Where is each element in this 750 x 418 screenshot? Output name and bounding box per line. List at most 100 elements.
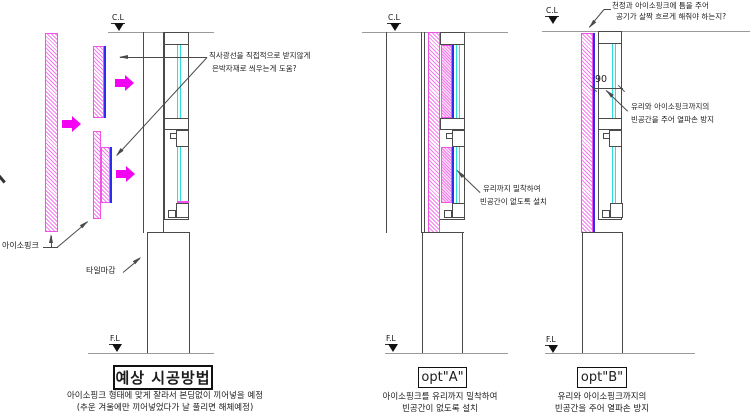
note-direct-sunlight-line1: 직사광선을 직접적으로 받지않게 (209, 51, 311, 60)
optA-fl-marker-icon (388, 344, 398, 352)
optA-wall-line (424, 32, 425, 233)
optA-isopink-dense-lower (441, 147, 452, 203)
optA-frame-edge (464, 45, 465, 118)
optB-note-top-line1: 천정과 아이소핑크에 틈을 주어 (612, 1, 709, 10)
leader-arrowhead-icon (49, 233, 53, 243)
optA-wall-top-line (422, 232, 464, 233)
optA-glass-pane-upper (456, 45, 460, 118)
left-title-box: 예상 시공방법 (113, 365, 213, 390)
optA-frame-edge (464, 147, 465, 220)
label-tile-finish: 타일마감 (86, 266, 116, 275)
optA-foil-line-lower (452, 147, 454, 203)
optB-foil-line (593, 33, 595, 233)
optB-title: opt"B" (580, 370, 624, 385)
left-caption-line1: 아이소핑크 형태에 맞게 잘라서 본딩없이 끼어넣을 예정 (66, 391, 264, 401)
optB-transom-box (598, 118, 622, 130)
dimension-line (593, 88, 623, 89)
optB-caption-line2: 빈공간을 주어 열파손 방지 (554, 404, 650, 414)
optA-glass-pane-lower (456, 147, 460, 203)
optB-sill-box (610, 203, 623, 218)
optB-note-top-line2: 공기가 살짝 흐르게 해줘야 하는지? (616, 12, 727, 21)
optA-wall-column (422, 233, 463, 353)
leader-arrowhead-icon (119, 54, 128, 59)
leader-arrowhead-icon (79, 218, 90, 228)
optB-note-mid-line2: 빈공간을 주어 열파손 방지 (631, 115, 715, 124)
left-fl-marker-icon (112, 344, 122, 352)
optB-frame-bottom-line (598, 219, 622, 220)
left-wall-column (147, 233, 190, 353)
left-glass-pane-upper (177, 45, 181, 118)
optA-sill-notch (444, 210, 452, 218)
optA-floor-line (385, 353, 508, 354)
left-cl-marker-icon (114, 23, 124, 31)
left-frame-edge (164, 45, 165, 220)
left-sill-gasket (177, 201, 189, 203)
optA-foil-line-upper (452, 45, 454, 118)
optB-caption-line1: 유리와 아이소핑크까지의 (557, 392, 647, 402)
optA-frame-head-box (440, 32, 465, 45)
optB-ceiling-line (542, 31, 750, 32)
optB-glass-pane-upper (612, 44, 616, 118)
note-direct-sunlight-line2: 은박자재로 씌우는게 도움? (212, 64, 297, 73)
optA-note-line1: 유리까지 밀착하여 (483, 184, 541, 193)
left-ceiling-line (108, 32, 214, 33)
optB-wall-top-line (582, 232, 623, 233)
optA-wall-line (421, 32, 422, 233)
optB-wall-column (582, 233, 623, 353)
leader-arrowhead-icon (132, 254, 143, 264)
left-title: 예상 시공방법 (115, 369, 211, 387)
label-isopink: 아이소핑크 (2, 241, 39, 250)
optB-glass-pane-lower (612, 147, 616, 203)
left-sill-notch (168, 210, 176, 218)
optA-cl-marker-icon (390, 23, 400, 31)
left-isopink-panel-large (45, 33, 58, 232)
dimension-90: 90 (595, 74, 608, 85)
leader-line (605, 90, 629, 112)
optA-title: opt"A" (421, 370, 464, 385)
optA-isopink-sheet (428, 32, 440, 233)
optA-wall-line (386, 32, 387, 233)
optA-caption-line1: 아이소핑크를 유리까지 밀착하여 (382, 392, 498, 402)
leader-line (120, 57, 207, 58)
optA-title-box: opt"A" (418, 367, 467, 388)
left-wall-top-line (147, 232, 190, 233)
insert-arrow-icon (115, 75, 134, 91)
left-caption-line2: (추운 겨울에만 끼어넣었다가 날 풀리면 해체예정) (76, 403, 254, 413)
left-wall-line (163, 32, 164, 233)
insert-arrow-icon (62, 116, 81, 132)
leader-arrowhead-icon (114, 147, 124, 157)
insert-arrow-icon (116, 166, 135, 182)
optB-sill-notch (602, 210, 610, 218)
leader-line (116, 57, 208, 156)
leader-line (456, 170, 481, 193)
optA-frame-bottom-line (440, 219, 465, 220)
edge-arrow-fragment-icon (0, 171, 6, 184)
left-glass-pane-lower (177, 147, 181, 203)
optA-note-line2: 빈공간이 없도록 설치 (480, 197, 547, 206)
optB-floor-line (545, 353, 695, 354)
left-foil-line-upper (104, 46, 106, 118)
left-isopink-panel-lower (93, 131, 101, 219)
optA-transom-box (440, 118, 465, 130)
optB-frame-head-box (598, 31, 622, 44)
left-foil-line-lower (110, 147, 112, 203)
left-frame-edge (188, 45, 189, 118)
optA-sill-box (452, 203, 465, 218)
optB-note-mid-line1: 유리와 아이소핑크까지의 (631, 102, 710, 111)
left-isopink-panel-lower-step (101, 147, 110, 203)
left-sill-box (176, 203, 189, 218)
left-isopink-panel-upper (93, 46, 104, 118)
optA-caption-line2: 빈공간이 없도록 설치 (402, 404, 478, 414)
optB-cl-marker-icon (548, 16, 558, 24)
left-frame-head-box (164, 32, 189, 45)
leader-line (43, 247, 58, 248)
leader-arrowhead-icon (587, 19, 597, 29)
leader-line (604, 9, 611, 10)
optA-transom-sub-box (452, 130, 465, 147)
optA-isopink-dense-upper (441, 45, 452, 118)
left-frame-bottom-line (164, 219, 189, 220)
optB-fl-marker-icon (548, 345, 558, 353)
left-transom-box (164, 118, 189, 130)
optB-title-box: opt"B" (577, 367, 627, 388)
